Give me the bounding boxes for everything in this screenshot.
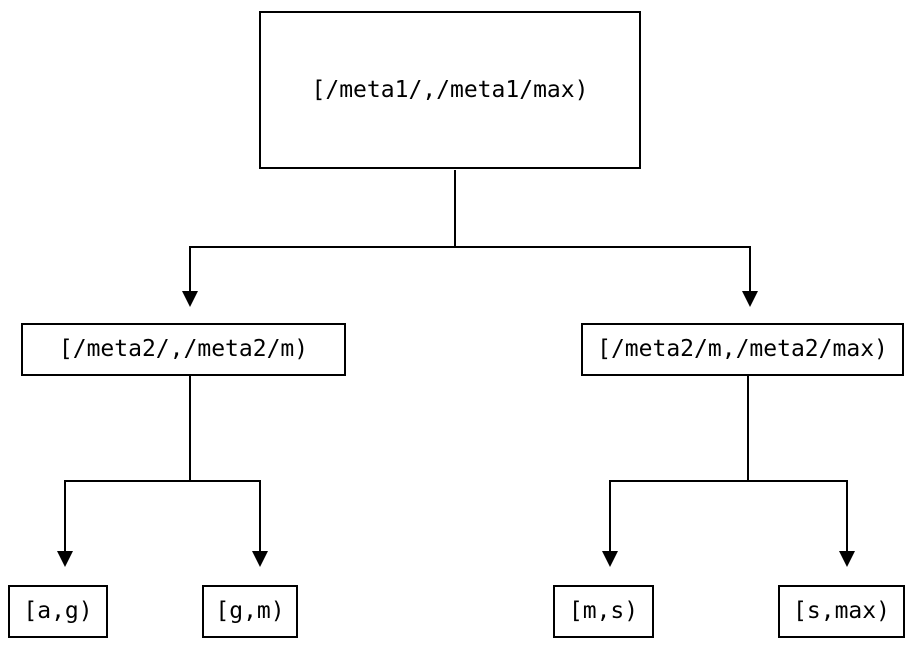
edge-meta2-low-to-leaf-gm [189,376,261,551]
node-leaf-gm: [g,m) [202,585,298,638]
node-meta2-low-label: [/meta2/,/meta2/m) [58,336,309,362]
node-leaf-ms: [m,s) [553,585,654,638]
node-root-interval: [/meta1/,/meta1/max) [259,11,641,169]
edge-root-to-meta2-high [454,170,751,291]
node-leaf-smax: [s,max) [778,585,905,638]
arrowhead-down-icon [839,551,855,567]
node-leaf-smax-label: [s,max) [793,598,890,624]
edge-meta2-high-to-leaf-smax [747,376,848,551]
arrowhead-down-icon [252,551,268,567]
edge-meta2-low-to-leaf-ag [64,376,191,551]
arrowhead-down-icon [602,551,618,567]
node-meta2-high-interval: [/meta2/m,/meta2/max) [581,323,904,376]
edge-meta2-high-to-leaf-ms [609,376,749,551]
arrowhead-down-icon [182,291,198,307]
arrowhead-down-icon [57,551,73,567]
node-leaf-ms-label: [m,s) [568,598,639,624]
edge-root-to-meta2-low [189,170,456,291]
node-meta2-low-interval: [/meta2/,/meta2/m) [21,323,346,376]
node-meta2-high-label: [/meta2/m,/meta2/max) [597,336,888,362]
node-leaf-gm-label: [g,m) [215,598,285,624]
node-leaf-ag-label: [a,g) [23,598,93,624]
node-leaf-ag: [a,g) [8,585,108,638]
arrowhead-down-icon [742,291,758,307]
node-root-label: [/meta1/,/meta1/max) [311,76,589,103]
